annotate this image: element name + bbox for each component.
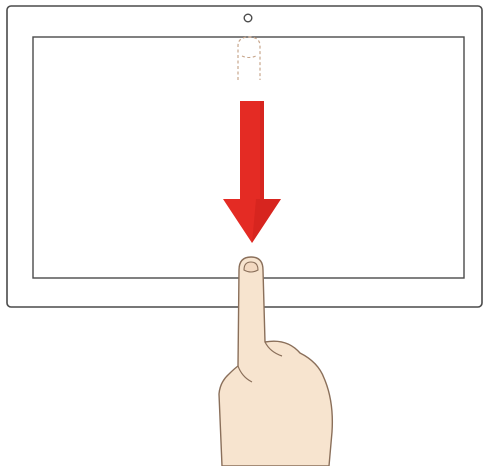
arrow-down-icon (223, 101, 281, 243)
fingernail (243, 261, 259, 273)
finger-outline-icon (237, 36, 261, 80)
camera-icon (243, 13, 253, 23)
hand-icon (218, 256, 334, 466)
